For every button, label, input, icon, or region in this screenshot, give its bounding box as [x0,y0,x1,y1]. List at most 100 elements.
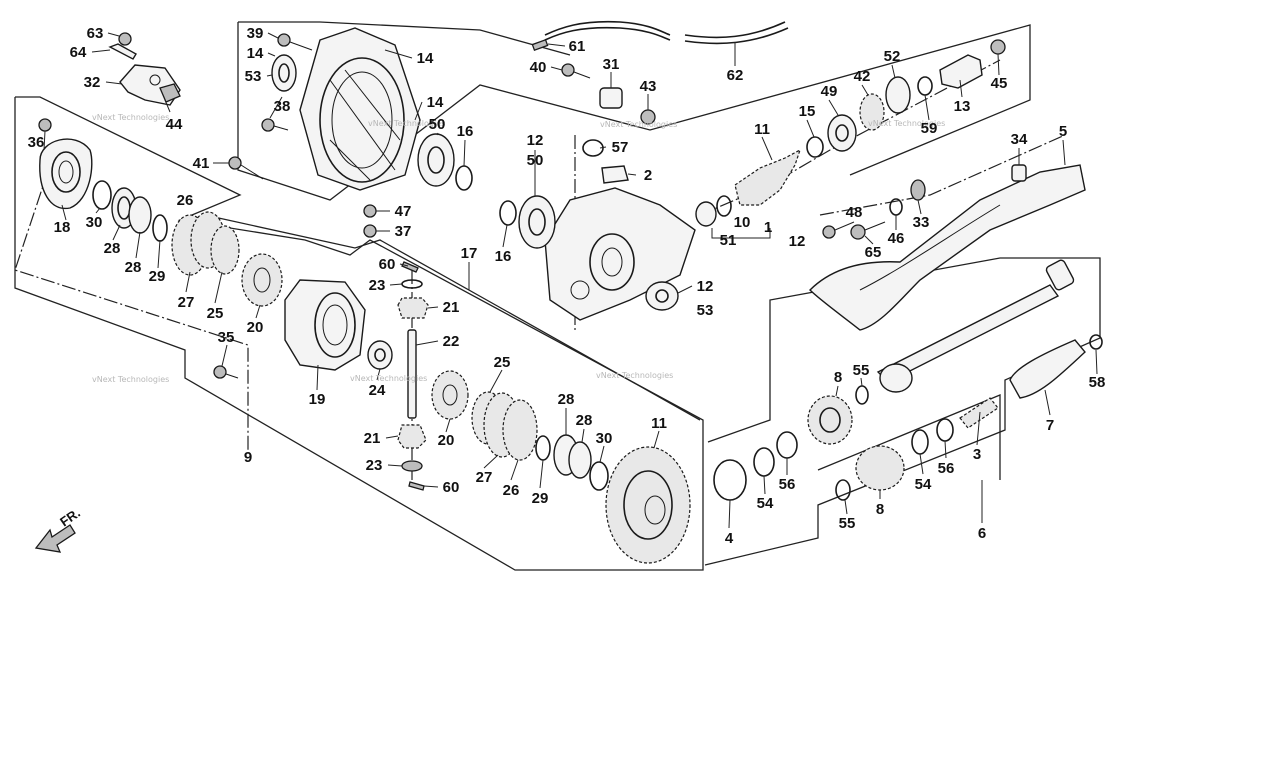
callout-c14b: 14 [417,50,434,67]
callout-c30b: 30 [596,430,613,447]
mount-bracket [108,32,181,106]
clip-58 [1089,334,1103,350]
callout-c28b: 28 [125,259,142,276]
callout-c10: 10 [734,214,751,231]
callout-c21a: 21 [443,299,460,316]
callout-c20b: 20 [438,432,455,449]
callout-c41: 41 [193,155,210,172]
bolt-64 [108,43,137,60]
boot-8a [807,395,853,445]
bearing-53a [271,54,297,92]
callout-c47: 47 [395,203,412,220]
callout-c36: 36 [28,134,45,151]
callout-c16b: 16 [495,248,512,265]
bolt-63 [118,32,132,46]
yoke-7 [1009,339,1086,399]
watermark-text: vNext Technologies [600,120,677,129]
callout-c8b: 8 [876,501,884,518]
callout-c28a: 28 [104,240,121,257]
left-cover-group [38,118,283,307]
callout-c38: 38 [274,98,291,115]
callout-c27a: 27 [178,294,195,311]
watermarks: vNext Technologies vNext Technologies vN… [92,113,945,384]
bolt-40 [561,63,575,77]
bearing-51 [695,201,717,227]
callout-c24: 24 [369,382,386,399]
watermark-text: vNext Technologies [350,374,427,383]
callout-c2: 2 [644,167,652,184]
callout-c9: 9 [244,449,252,466]
bolt-36 [38,118,52,132]
callout-c8a: 8 [834,369,842,386]
callout-c39: 39 [247,25,264,42]
outline-housing-group [238,21,571,56]
band-56b [776,431,798,459]
callout-c31: 31 [603,56,620,73]
callout-c35: 35 [218,329,235,346]
cover-18 [39,138,93,210]
clip-55b [835,479,851,501]
callout-c27b: 27 [476,469,493,486]
callout-c26a: 26 [177,192,194,209]
callout-c21b: 21 [364,430,381,447]
bearing-50a [417,133,455,187]
callout-c25a: 25 [207,305,224,322]
axis-line-pinion [699,59,1001,216]
callout-c29a: 29 [149,268,166,285]
callout-c19: 19 [309,391,326,408]
clip-54a [911,429,929,455]
callout-c6: 6 [978,525,986,542]
callout-c5: 5 [1059,123,1067,140]
callout-c26b: 26 [503,482,520,499]
axis-line-left [14,149,249,450]
callout-c1: 1 [764,219,772,236]
front-direction-indicator: FR. [34,505,83,553]
collar-31 [599,87,623,109]
callout-c37: 37 [395,223,412,240]
washer-47 [363,204,377,218]
pinion-gear-21b [397,424,427,449]
callout-c30a: 30 [86,214,103,231]
ring-gear-11 [605,446,691,564]
pin-60a [401,261,419,273]
bearing-53b [645,281,679,311]
hose-clip-61 [531,38,549,52]
callout-c18: 18 [54,219,71,236]
callout-c61: 61 [569,38,586,55]
callout-c43: 43 [640,78,657,95]
clip-54b [753,447,775,477]
callout-c12b: 12 [697,278,714,295]
callout-c62: 62 [727,67,744,84]
callout-c3: 3 [973,446,981,463]
callout-c56a: 56 [938,460,955,477]
bearing-52 [885,76,911,114]
callout-c25b: 25 [494,354,511,371]
stud-34 [1011,164,1027,182]
breather-hose-tube [544,20,671,36]
callout-c16a: 16 [457,123,474,140]
callout-c55a: 55 [853,362,870,379]
washer-23b [401,460,423,472]
front-arrow-icon [34,524,76,553]
front-direction-label: FR. [57,505,83,529]
callout-c40: 40 [530,59,547,76]
callout-c60a: 60 [379,256,396,273]
callout-c22: 22 [443,333,460,350]
callout-c23b: 23 [366,457,383,474]
boot-8b [855,445,905,491]
seal-59 [917,76,933,96]
callout-c54a: 54 [915,476,932,493]
callout-c13: 13 [954,98,971,115]
clutch-plate-26b [502,399,538,461]
callout-c23a: 23 [369,277,386,294]
outline-group-17 [204,214,701,421]
callout-c34: 34 [1011,131,1028,148]
callout-c65: 65 [865,244,882,261]
callout-c51: 51 [720,232,737,249]
callout-c4: 4 [725,530,734,547]
pinion-gear-21a [397,297,429,319]
bolt-38 [261,118,275,132]
seal-16b [499,200,517,226]
plug-37 [363,224,377,238]
